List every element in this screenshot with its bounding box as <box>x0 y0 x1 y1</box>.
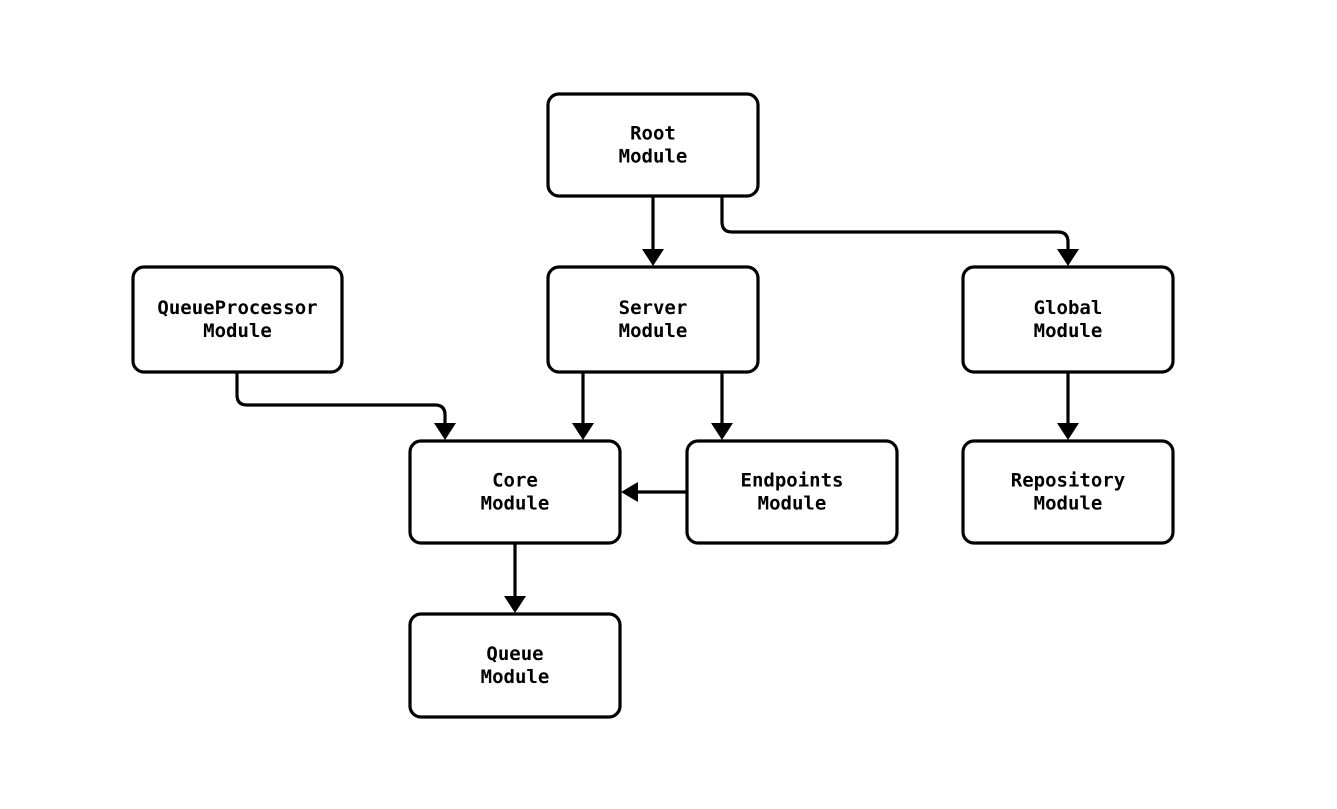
edges-layer <box>235 196 1079 613</box>
node-label-line1: QueueProcessor <box>157 297 317 319</box>
node-box[interactable] <box>961 439 1175 545</box>
edge-line <box>720 196 1070 258</box>
edge-queueprocessor-to-core <box>235 372 456 440</box>
edge-core-to-queue <box>504 543 526 613</box>
node-label-line1: Server <box>619 297 688 319</box>
node-label-line2: Module <box>481 666 550 688</box>
node-label-line1: Repository <box>1011 470 1125 492</box>
edge-line <box>235 372 447 432</box>
node-box[interactable] <box>685 439 899 545</box>
arrowhead-icon <box>1057 423 1079 440</box>
edge-root-to-global <box>720 196 1079 266</box>
node-label-line2: Module <box>481 493 550 515</box>
node-label-line2: Module <box>619 146 688 168</box>
arrowhead-icon <box>504 596 526 613</box>
arrowhead-icon <box>434 423 456 440</box>
edge-root-to-server <box>642 196 664 266</box>
node-label-line1: Root <box>630 123 676 145</box>
node-box[interactable] <box>546 92 760 198</box>
node-label-line2: Module <box>619 320 688 342</box>
edge-endpoints-to-core <box>621 482 687 502</box>
node-label-line2: Module <box>1034 320 1103 342</box>
arrowhead-icon <box>621 482 638 502</box>
node-box[interactable] <box>408 612 622 719</box>
arrowhead-icon <box>1057 249 1079 266</box>
node-label-line2: Module <box>758 493 827 515</box>
node-box[interactable] <box>961 265 1175 374</box>
edge-global-to-repository <box>1057 372 1079 440</box>
node-label-line2: Module <box>1034 493 1103 515</box>
node-label-line1: Queue <box>486 643 543 665</box>
node-box[interactable] <box>131 265 344 374</box>
node-label-line1: Endpoints <box>741 470 844 492</box>
node-box[interactable] <box>546 265 760 374</box>
node-label-line1: Core <box>492 470 538 492</box>
edge-server-to-core <box>572 372 594 440</box>
node-label-line1: Global <box>1034 297 1103 319</box>
nodes-layer: RootModuleQueueProcessorModuleServerModu… <box>131 92 1175 719</box>
node-box[interactable] <box>408 439 622 545</box>
edge-server-to-endpoints <box>711 372 733 440</box>
arrowhead-icon <box>711 423 733 440</box>
arrowhead-icon <box>642 249 664 266</box>
node-label-line2: Module <box>203 320 272 342</box>
arrowhead-icon <box>572 423 594 440</box>
